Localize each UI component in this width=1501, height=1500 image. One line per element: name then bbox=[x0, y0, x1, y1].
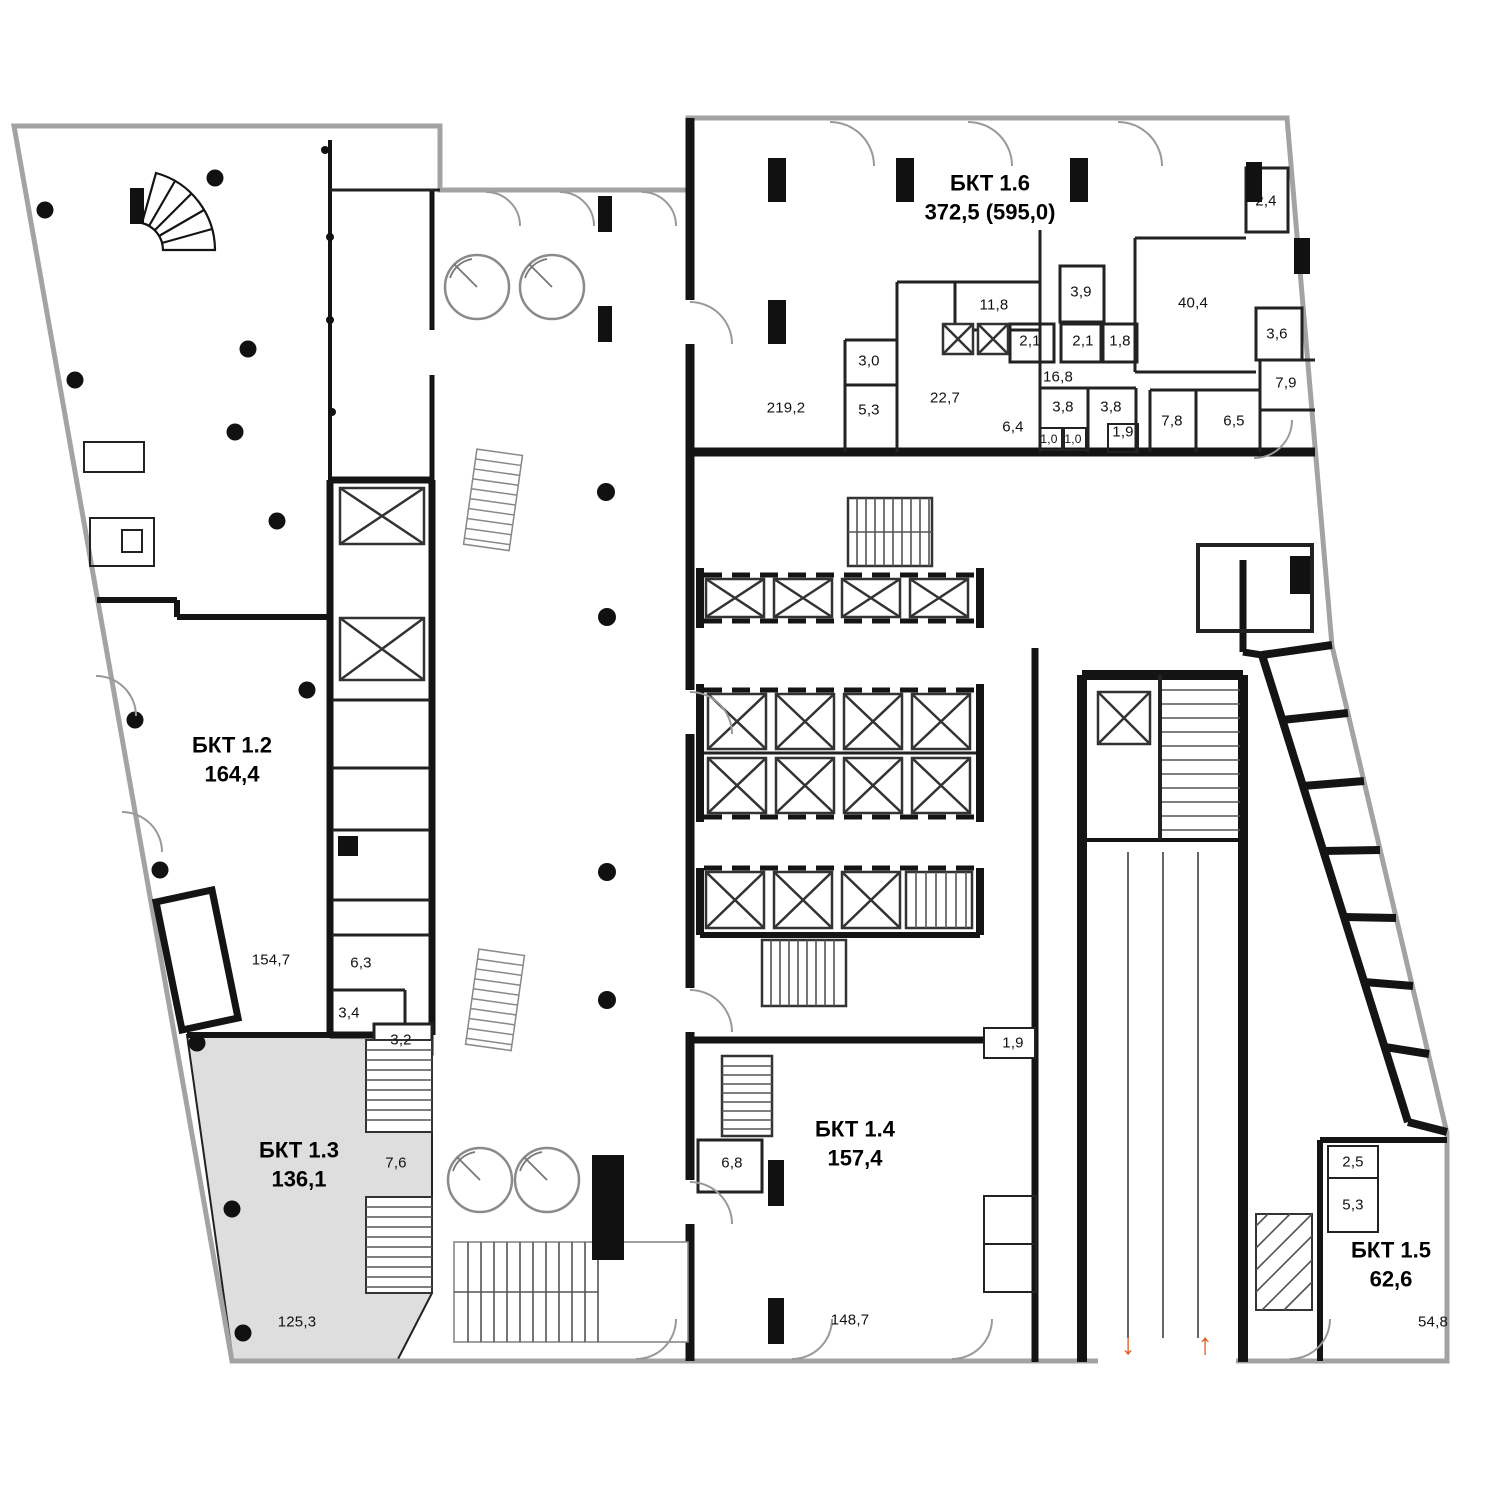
elevator-box bbox=[772, 577, 834, 619]
unit-area: 136,1 bbox=[271, 1166, 327, 1191]
unit-name: БКТ 1.3 bbox=[259, 1137, 339, 1163]
unit-name: БКТ 1.6 bbox=[950, 170, 1030, 196]
elevator-box bbox=[908, 577, 970, 619]
unit-name: БКТ 1.4 bbox=[815, 1116, 895, 1142]
area-label: 5,3 bbox=[858, 401, 880, 419]
area-label: 219,2 bbox=[766, 399, 806, 417]
area-label: 1,9 bbox=[1112, 423, 1134, 441]
area-label: 6,4 bbox=[1002, 418, 1024, 436]
elevator-box bbox=[840, 577, 902, 619]
unit-label-bkt-1-6[interactable]: БКТ 1.6 372,5 (595,0) bbox=[925, 169, 1056, 226]
area-label: 7,9 bbox=[1275, 374, 1297, 392]
unit-area: 157,4 bbox=[827, 1145, 883, 1170]
unit-label-bkt-1-3[interactable]: БКТ 1.3 136,1 bbox=[259, 1136, 339, 1193]
area-label: 3,0 bbox=[858, 352, 880, 370]
area-label: 11,8 bbox=[979, 296, 1009, 314]
unit-name: БКТ 1.2 bbox=[192, 732, 272, 758]
stair bbox=[904, 870, 974, 930]
area-label: 154,7 bbox=[251, 951, 291, 969]
stair bbox=[365, 1196, 433, 1294]
elevator-box bbox=[772, 870, 834, 930]
area-label: 54,8 bbox=[1418, 1313, 1448, 1331]
area-label: 3,8 bbox=[1052, 398, 1074, 416]
elevator-box bbox=[774, 756, 836, 815]
spiral-stair bbox=[140, 171, 217, 252]
area-label: 6,8 bbox=[721, 1154, 743, 1172]
elevator-box bbox=[910, 756, 972, 815]
stair bbox=[365, 1039, 433, 1133]
area-label: 5,3 bbox=[1342, 1196, 1364, 1214]
structural-columns bbox=[36, 146, 1310, 1344]
unit-area: 164,4 bbox=[204, 761, 260, 786]
area-label: 1,0 bbox=[1040, 432, 1058, 446]
area-label: 16,8 bbox=[1043, 368, 1073, 386]
ramp-up-arrow-icon: ↑ bbox=[1197, 1328, 1213, 1361]
area-label: 3,4 bbox=[338, 1004, 360, 1022]
elevator-box bbox=[704, 577, 766, 619]
area-label: 6,3 bbox=[350, 954, 372, 972]
area-label: 3,9 bbox=[1070, 283, 1092, 301]
elevator-box bbox=[842, 756, 904, 815]
unit-label-bkt-1-2[interactable]: БКТ 1.2 164,4 bbox=[192, 731, 272, 788]
area-label: 2,4 bbox=[1255, 192, 1277, 210]
unit-label-bkt-1-5[interactable]: БКТ 1.5 62,6 bbox=[1351, 1236, 1431, 1293]
area-label: 22,7 bbox=[930, 389, 960, 407]
unit-label-bkt-1-4[interactable]: БКТ 1.4 157,4 bbox=[815, 1115, 895, 1172]
area-label: 3,6 bbox=[1266, 325, 1288, 343]
unit-name: БКТ 1.5 bbox=[1351, 1237, 1431, 1263]
stairs bbox=[365, 496, 1313, 1343]
ramp-lanes bbox=[1127, 852, 1199, 1338]
stair-hatched bbox=[1255, 1213, 1313, 1311]
area-label: 1,9 bbox=[1002, 1034, 1024, 1052]
area-label: 1,8 bbox=[1109, 332, 1131, 350]
area-label: 2,5 bbox=[1342, 1153, 1364, 1171]
ramp-down-arrow-icon: ↓ bbox=[1120, 1328, 1136, 1361]
shaft-box bbox=[976, 322, 1010, 356]
area-label: 148,7 bbox=[830, 1311, 870, 1329]
area-label: 3,2 bbox=[390, 1031, 412, 1049]
elevator-box bbox=[842, 692, 904, 751]
round-columns bbox=[443, 253, 586, 1214]
stair bbox=[760, 938, 848, 1008]
elevator-box bbox=[840, 870, 902, 930]
exterior-walls bbox=[11, 115, 1450, 1364]
area-label: 1,0 bbox=[1064, 432, 1082, 446]
area-label: 125,3 bbox=[277, 1313, 317, 1331]
ramp-opening bbox=[1098, 1354, 1236, 1366]
door-arcs bbox=[95, 121, 1331, 1360]
elevator-box bbox=[704, 870, 766, 930]
unit-area: 372,5 (595,0) bbox=[924, 199, 1056, 224]
shaft-box bbox=[1096, 690, 1152, 746]
escalator bbox=[464, 948, 526, 1052]
area-label: 7,8 bbox=[1161, 412, 1183, 430]
elevator-box bbox=[706, 756, 768, 815]
area-label: 3,8 bbox=[1100, 398, 1122, 416]
elevator-box bbox=[774, 692, 836, 751]
stair bbox=[453, 1241, 689, 1343]
area-label: 40,4 bbox=[1178, 294, 1208, 312]
stair bbox=[720, 1054, 774, 1138]
area-label: 2,1 bbox=[1072, 332, 1094, 350]
area-label: 6,5 bbox=[1223, 412, 1245, 430]
escalator bbox=[462, 448, 524, 552]
shaft-box bbox=[941, 322, 975, 356]
area-label: 2,1 bbox=[1019, 332, 1041, 350]
round-column-details bbox=[449, 258, 553, 1181]
unit-area: 62,6 bbox=[1369, 1266, 1413, 1291]
elevator-box bbox=[338, 616, 426, 682]
elevator-shafts bbox=[338, 322, 1152, 930]
elevator-box bbox=[910, 692, 972, 751]
stair bbox=[1162, 689, 1240, 831]
stair bbox=[846, 496, 934, 568]
escalators bbox=[462, 448, 526, 1052]
elevator-box bbox=[338, 486, 426, 546]
interior-walls-thick bbox=[97, 118, 1448, 1362]
area-label: 7,6 bbox=[385, 1154, 407, 1172]
